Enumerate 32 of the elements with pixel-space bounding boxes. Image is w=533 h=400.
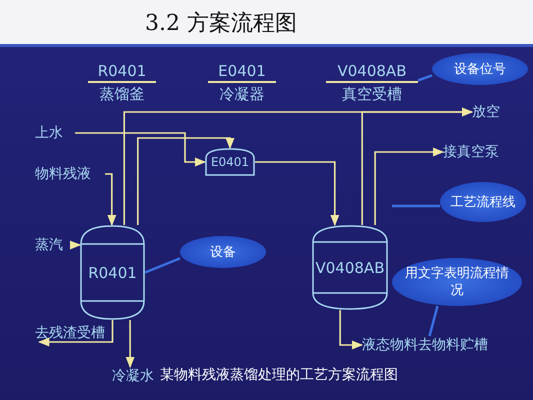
equipment-number: E0401	[208, 62, 276, 83]
stream-label: 接真空泵	[443, 143, 518, 161]
callout-bubble: 设备	[180, 236, 266, 268]
slide-title: 3.2 方案流程图	[145, 10, 297, 38]
condenser-drawing: E0401	[205, 148, 255, 176]
callout-bubble: 用文字表明流程情况	[392, 258, 522, 306]
stream-label: 物料残液	[35, 165, 105, 183]
stream-label: 放空	[472, 103, 512, 121]
diagram-caption: 某物料残液蒸馏处理的工艺方案流程图	[160, 366, 398, 384]
callout-bubble: 设备位号	[432, 53, 528, 85]
equipment-number: V0408AB	[326, 62, 418, 83]
equipment-name: 冷凝器	[218, 85, 266, 104]
process-line	[38, 320, 114, 346]
process-line	[374, 148, 444, 225]
process-line	[137, 137, 234, 225]
process-line	[105, 173, 116, 226]
process-line	[361, 108, 474, 225]
callout-bubble: 工艺流程线	[440, 182, 526, 222]
equipment-number: R0401	[88, 62, 156, 83]
stream-label: 液态物料去物料贮槽	[362, 336, 512, 354]
vessel-drawing: V0408AB	[312, 225, 388, 310]
process-line	[255, 161, 340, 226]
equipment-name: 真空受槽	[341, 85, 403, 104]
process-line	[75, 132, 206, 166]
vessel-drawing: R0401	[80, 225, 145, 320]
stream-label: 去残渣受槽	[35, 324, 105, 342]
equipment-name: 蒸馏釜	[98, 85, 146, 104]
process-line	[126, 320, 135, 368]
process-line	[339, 310, 364, 350]
stream-label: 蒸汽	[35, 236, 75, 254]
stream-label: 上水	[35, 124, 75, 142]
process-line	[70, 240, 82, 250]
